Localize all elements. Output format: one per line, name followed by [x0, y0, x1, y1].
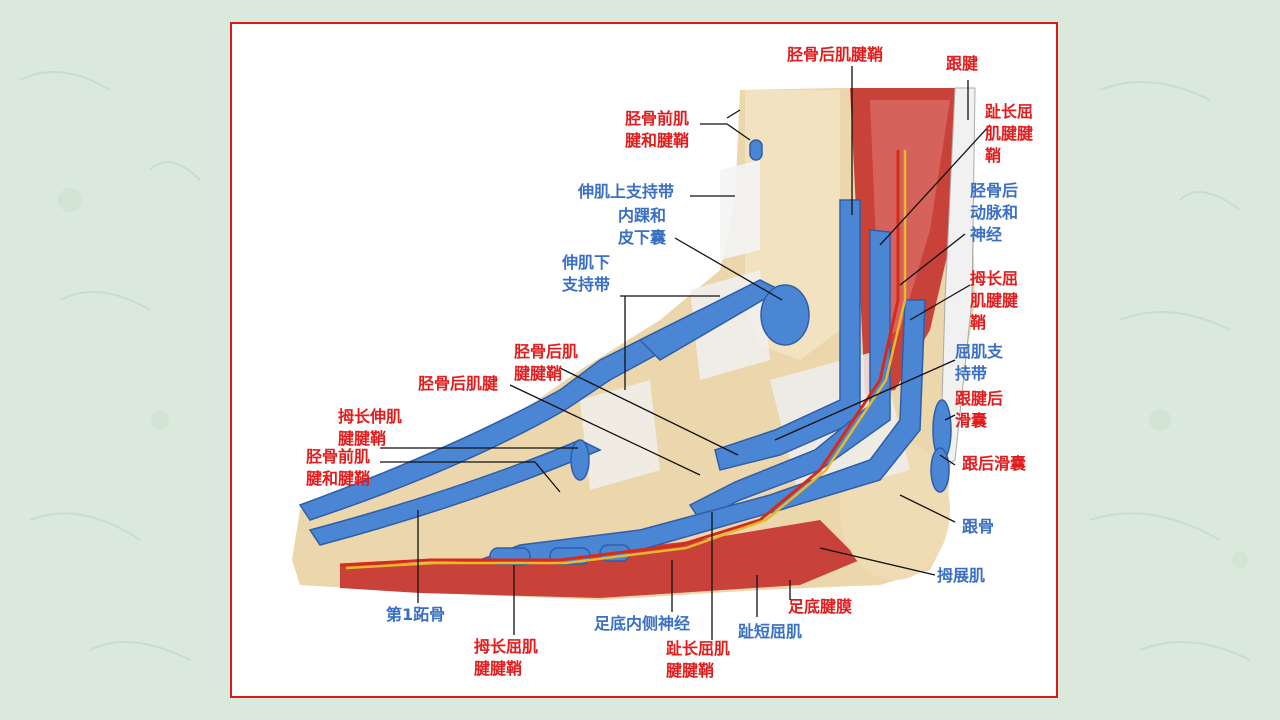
label-first-metatarsal: 第1跖骨 [386, 605, 446, 624]
label-subcutaneous-calcaneal-bursa: 跟后滑囊 [962, 454, 1027, 473]
medial-malleolus-bursa-shape [760, 284, 810, 346]
label-tibialis-posterior-sheath-top: 胫骨后肌腱鞘 [787, 45, 884, 64]
label-tibialis-posterior-tendon: 胫骨后肌腱 [418, 374, 499, 393]
label-fhl-sheath-bottom: 拇长屈肌 腱腱鞘 [474, 637, 539, 678]
label-tibialis-posterior-sheath-mid: 胫骨后肌 腱腱鞘 [514, 342, 579, 383]
label-fdl-sheath-top: 趾长屈 肌腱腱 鞘 [985, 102, 1034, 165]
tibialis-posterior-sheath-upper [714, 199, 861, 471]
label-medial-malleolus-bursa: 内踝和 皮下囊 [618, 206, 667, 247]
label-flexor-digitorum-brevis: 趾短屈肌 [738, 622, 803, 641]
extensor-retinaculum-shape [720, 160, 760, 260]
label-plantar-aponeurosis: 足底腱膜 [788, 597, 853, 616]
label-retrocalcaneal-bursa: 跟腱后 滑囊 [955, 389, 1004, 430]
label-fhl-sheath-right: 拇长屈 肌腱腱 鞘 [970, 269, 1019, 332]
label-flexor-retinaculum: 屈肌支 持带 [955, 342, 1004, 383]
label-tibialis-anterior-sheath-low: 胫骨前肌 腱和腱鞘 [306, 447, 371, 488]
label-calcaneus: 跟骨 [962, 517, 995, 536]
label-medial-plantar-nerve: 足底内侧神经 [594, 614, 691, 633]
posterior-tibial-nerve [345, 150, 907, 570]
ehl-sheath [308, 439, 602, 546]
label-fdl-sheath-bottom: 趾长屈肌 腱腱鞘 [666, 639, 731, 680]
label-inferior-extensor-retinaculum: 伸肌下 支持带 [562, 253, 611, 294]
posterior-tibial-artery [339, 150, 900, 567]
foot-anatomy-illustration [292, 66, 991, 640]
label-ehl-sheath: 拇长伸肌 腱腱鞘 [338, 407, 403, 448]
label-tibialis-anterior-sheath-top: 胫骨前肌 腱和腱鞘 [625, 109, 690, 150]
label-posterior-tibial-artery-nerve: 胫骨后 动脉和 神经 [970, 181, 1019, 244]
label-superior-extensor-retinaculum: 伸肌上支持带 [578, 182, 675, 201]
label-achilles-tendon: 跟腱 [946, 54, 979, 73]
label-abductor-hallucis: 拇展肌 [937, 566, 986, 585]
